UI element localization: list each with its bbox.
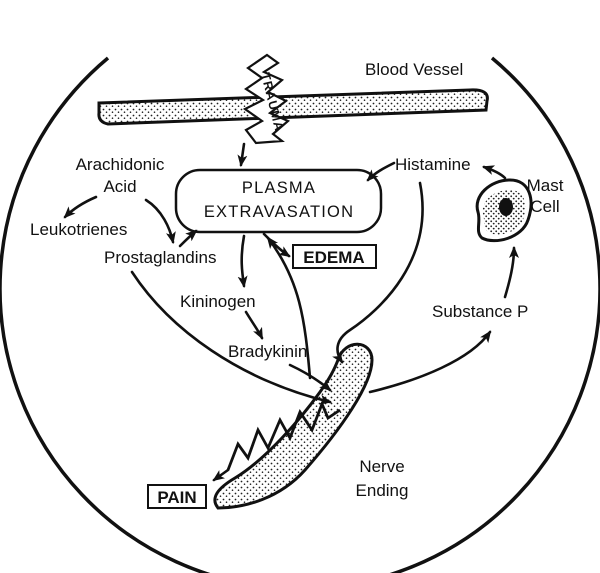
arrow-plasma-to-kininogen xyxy=(242,236,244,286)
plasma-extravasation-label-line1: PLASMA xyxy=(242,179,316,197)
leukotrienes-label: Leukotrienes xyxy=(30,220,127,239)
blood-vessel-label: Blood Vessel xyxy=(365,60,463,79)
nerve-ending-label-line2: Ending xyxy=(356,481,409,500)
arrow-prostaglandins-to-plasma xyxy=(180,231,196,246)
arrow-kininogen-to-bradykinin xyxy=(246,312,262,338)
kininogen-label: Kininogen xyxy=(180,292,256,311)
prostaglandins-label: Prostaglandins xyxy=(104,248,216,267)
arrow-trauma-to-plasma xyxy=(241,144,244,165)
arrow-substance-p-to-mast-cell xyxy=(505,248,514,297)
arrow-nerve-to-substance-p xyxy=(370,332,490,392)
mast-cell-nucleus xyxy=(499,198,513,216)
histamine-label: Histamine xyxy=(395,155,471,174)
arrow-arachidonic-to-prostaglandins xyxy=(146,200,173,242)
bradykinin-label: Bradykinin xyxy=(228,342,307,361)
arachidonic-acid-label-line1: Arachidonic xyxy=(76,155,165,174)
arrow-histamine-to-plasma xyxy=(368,163,394,180)
edema-label: EDEMA xyxy=(303,248,364,267)
mast-cell xyxy=(477,180,531,241)
arrow-mast-cell-to-histamine xyxy=(484,167,505,178)
mast-cell-label-line1: Mast xyxy=(527,176,564,195)
blood-vessel xyxy=(99,90,487,124)
pain-label: PAIN xyxy=(157,488,196,507)
nerve-ending-label-line1: Nerve xyxy=(359,457,404,476)
substance-p-label: Substance P xyxy=(432,302,528,321)
plasma-extravasation-label-line2: EXTRAVASATION xyxy=(204,203,354,221)
arachidonic-acid-label-line2: Acid xyxy=(103,177,136,196)
mast-cell-label-line2: Cell xyxy=(530,197,559,216)
arrow-arachidonic-to-leukotrienes xyxy=(65,197,96,217)
